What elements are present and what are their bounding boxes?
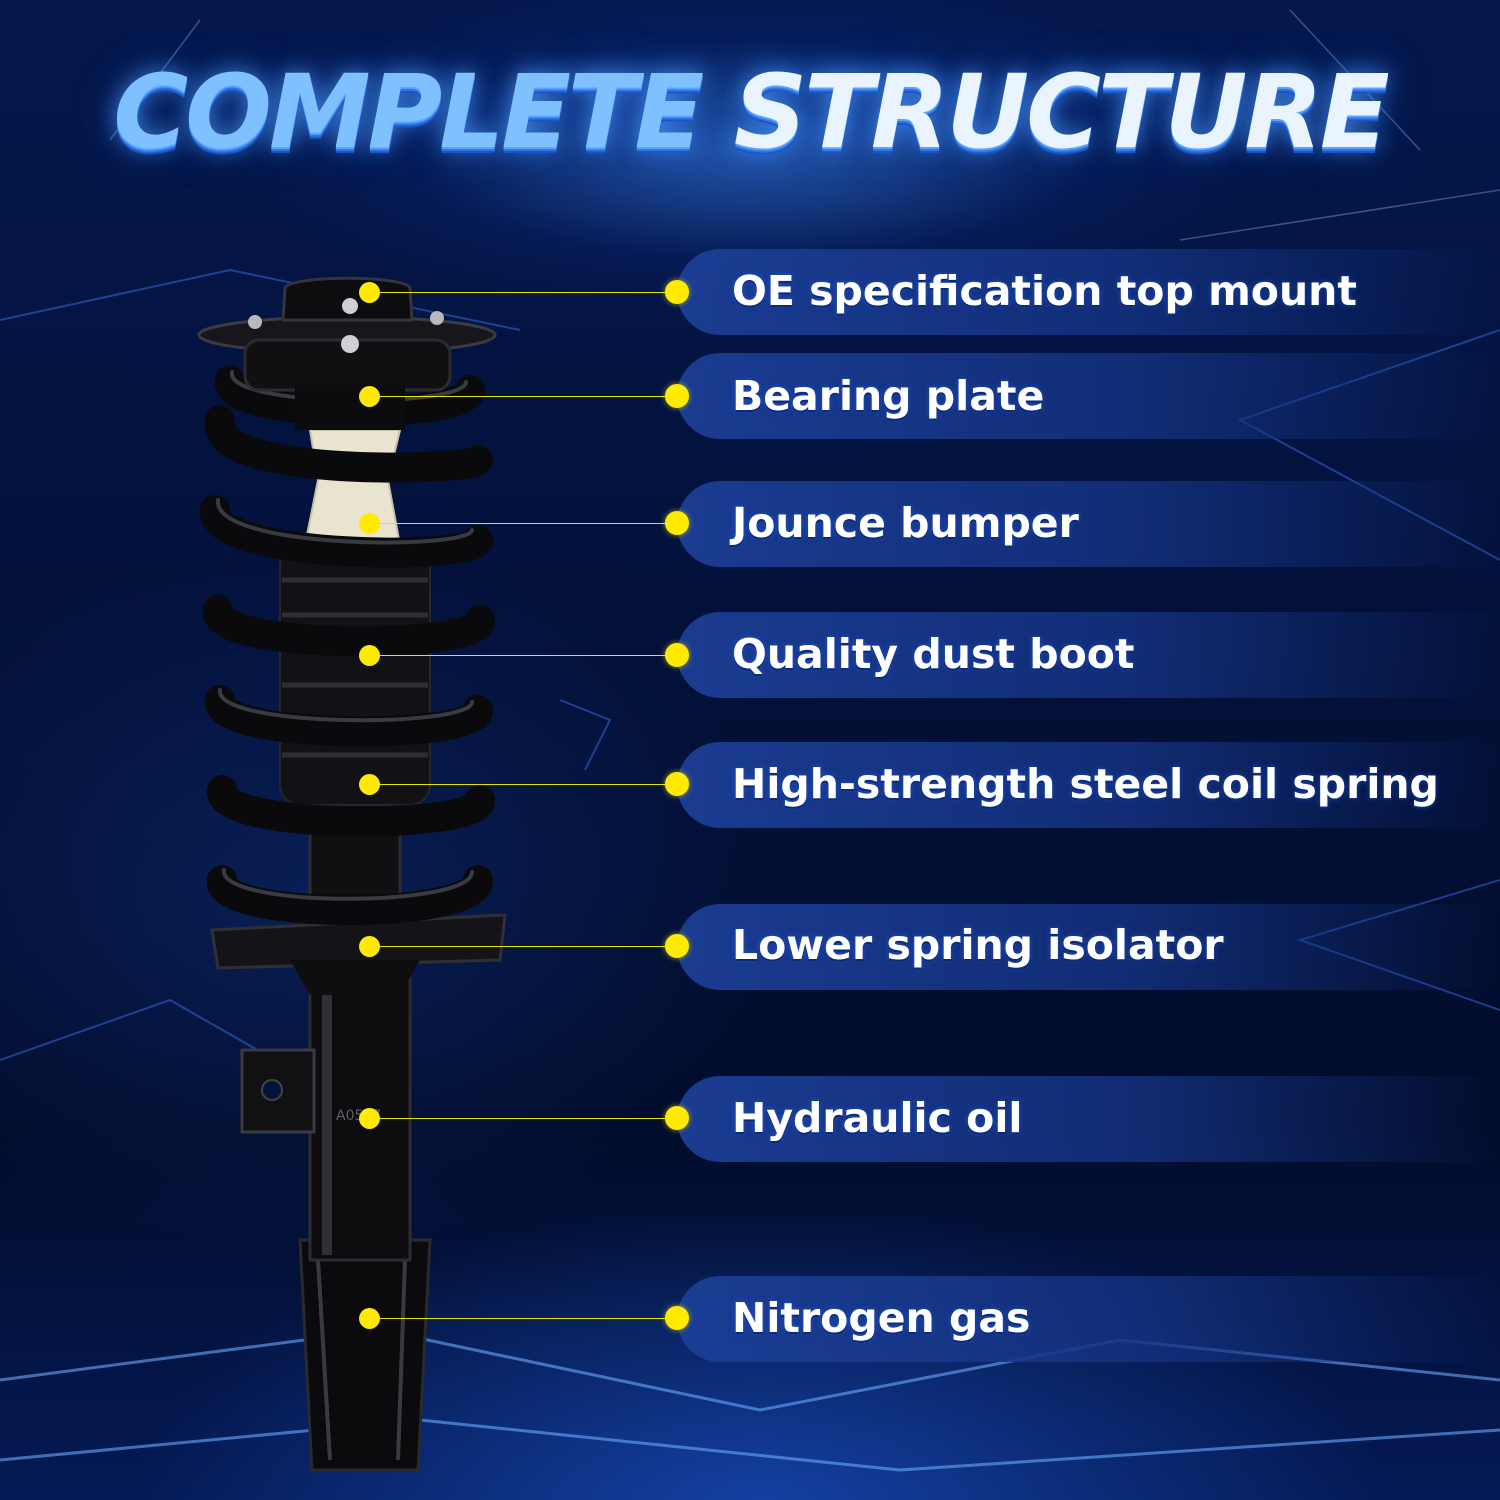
- marker-dot: [359, 1308, 380, 1329]
- marker-dot: [665, 643, 689, 667]
- marker-dot: [359, 282, 380, 303]
- strut-lower-canister: [298, 1238, 432, 1472]
- coil-spring: [200, 365, 495, 925]
- label-dust-boot: Quality dust boot: [732, 630, 1135, 678]
- label-lower-spring-isolator: Lower spring isolator: [732, 921, 1224, 969]
- dust-boot: [279, 544, 431, 806]
- marker-dot: [665, 511, 689, 535]
- marker-dot: [359, 386, 380, 407]
- marker-dot: [359, 1108, 380, 1129]
- label-hydraulic-oil: Hydraulic oil: [732, 1094, 1023, 1142]
- label-jounce-bumper: Jounce bumper: [732, 499, 1079, 547]
- label-top-mount: OE specification top mount: [732, 267, 1357, 315]
- marker-dot: [665, 934, 689, 958]
- marker-dot: [665, 1306, 689, 1330]
- lower-spring-seat: [210, 913, 507, 995]
- marker-dot: [359, 936, 380, 957]
- title-word-complete: COMPLETE: [113, 53, 704, 172]
- coil-spring-highlights: [215, 370, 474, 901]
- label-coil-spring: High-strength steel coil spring: [732, 760, 1439, 808]
- marker-dot: [359, 774, 380, 795]
- title-word-structure: STRUCTURE: [733, 53, 1390, 172]
- marker-dot: [665, 772, 689, 796]
- marker-dot: [359, 513, 380, 534]
- jounce-bumper: [303, 429, 402, 546]
- marker-dot: [665, 280, 689, 304]
- strut-mounting-bracket: [240, 1048, 316, 1134]
- page-title: COMPLETE STRUCTURE: [0, 62, 1500, 164]
- marker-dot: [359, 645, 380, 666]
- top-mount: [197, 276, 497, 430]
- label-bearing-plate: Bearing plate: [732, 372, 1045, 420]
- marker-dot: [665, 1106, 689, 1130]
- marker-dot: [665, 384, 689, 408]
- label-nitrogen-gas: Nitrogen gas: [732, 1294, 1031, 1342]
